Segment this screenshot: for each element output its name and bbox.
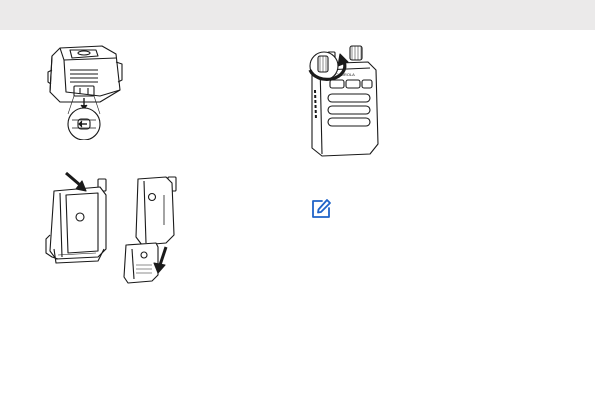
page-header-band [0,0,595,30]
battery-cover-latch-illustration [40,40,135,140]
note-pencil-icon [309,197,333,221]
battery-cover-removal-illustration [40,165,190,285]
volume-knob-turn-illustration: MOTOROLA [298,40,388,160]
